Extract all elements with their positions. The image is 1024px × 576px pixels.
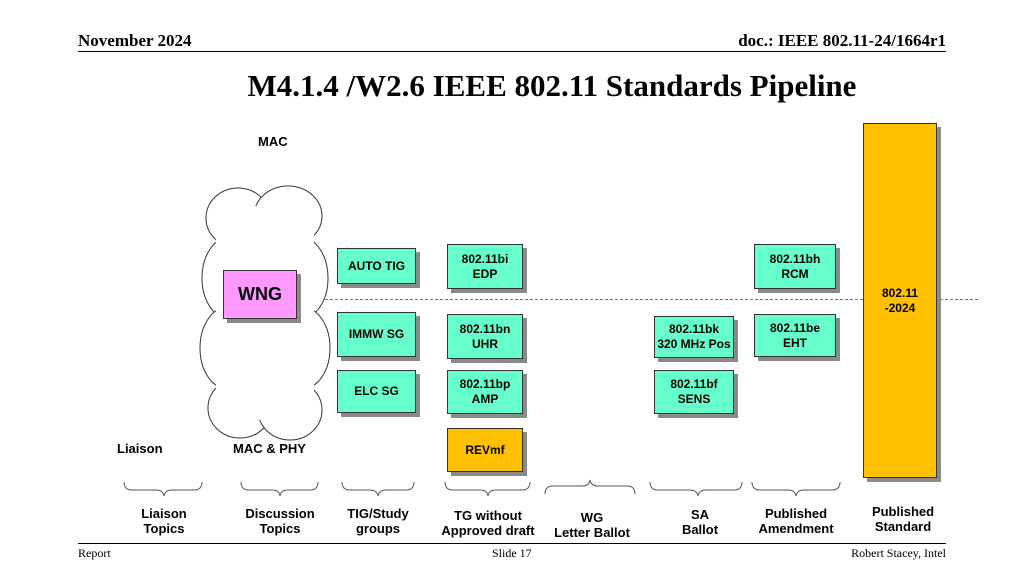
stage-discussion-topics: Discussion Topics — [245, 506, 315, 536]
brace-sa — [649, 481, 743, 497]
brace-wg — [544, 479, 636, 495]
header-doc-id: doc.: IEEE 802.11-24/1664r1 — [738, 31, 946, 50]
802-11-2024-bar: 802.11 -2024 — [863, 123, 937, 478]
802-11bp-box: 802.11bp AMP — [447, 370, 523, 414]
802-11bf-box: 802.11bf SENS — [654, 370, 734, 414]
802-11bn-box: 802.11bn UHR — [447, 314, 523, 359]
802-11be-box: 802.11be EHT — [754, 314, 836, 357]
802-11bh-box: 802.11bh RCM — [754, 244, 836, 289]
revmf-box: REVmf — [447, 428, 523, 472]
brace-discussion — [240, 481, 319, 497]
footer-author: Robert Stacey, Intel — [851, 546, 946, 560]
header-date: November 2024 — [78, 31, 192, 50]
stage-published-standard: Published Standard — [871, 504, 935, 534]
stage-tg-without-draft: TG without Approved draft — [441, 508, 535, 538]
header-rule — [78, 51, 946, 52]
stage-braces — [123, 479, 841, 497]
brace-amendment — [751, 481, 841, 497]
auto-tig-box: AUTO TIG — [337, 248, 416, 284]
802-11bk-box: 802.11bk 320 MHz Pos — [654, 316, 734, 358]
stage-tig-study-groups: TIG/Study groups — [347, 506, 409, 536]
page-title: M4.1.4 /W2.6 IEEE 802.11 Standards Pipel… — [247, 68, 857, 103]
brace-tg — [444, 481, 531, 497]
immw-sg-box: IMMW SG — [337, 312, 416, 357]
cloud-icon — [199, 185, 331, 441]
dashed-divider — [300, 299, 978, 300]
stage-sa-ballot: SA Ballot — [681, 507, 719, 537]
wng-box: WNG — [223, 270, 297, 319]
footer-slide-number: Slide 17 — [492, 546, 532, 560]
802-11bi-box: 802.11bi EDP — [447, 244, 523, 289]
stage-published-amendment: Published Amendment — [758, 506, 834, 536]
elc-sg-box: ELC SG — [337, 370, 416, 413]
footer-left: Report — [78, 546, 111, 560]
brace-liaison — [123, 481, 203, 497]
brace-tig — [341, 481, 415, 497]
mac-phy-label: MAC & PHY — [233, 441, 306, 456]
liaison-label: Liaison — [117, 441, 163, 456]
mac-label: MAC — [258, 134, 288, 149]
stage-liaison-topics: Liaison Topics — [141, 506, 187, 536]
footer-rule — [78, 543, 946, 544]
stage-wg-letter-ballot: WG Letter Ballot — [554, 510, 630, 540]
